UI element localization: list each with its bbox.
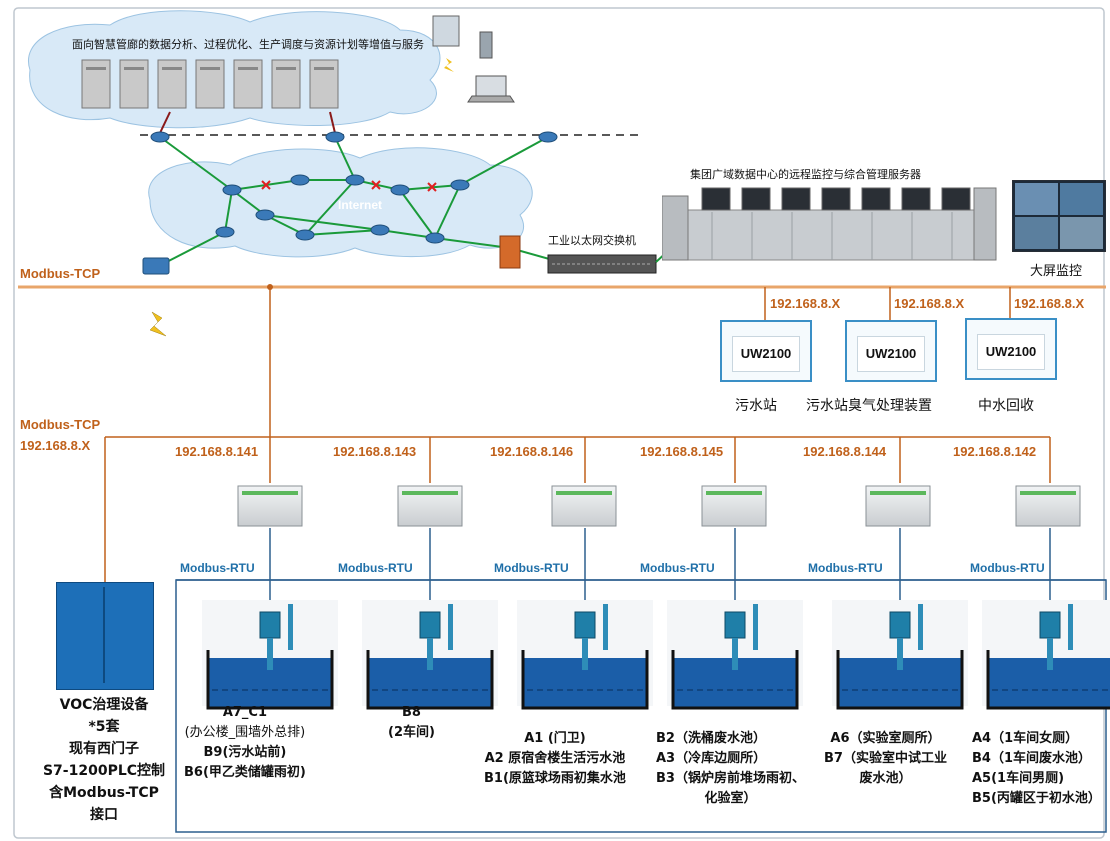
uw-caption: 污水站臭气处理装置 [806, 398, 932, 414]
internet-cloud [148, 147, 533, 258]
uw-caption: 污水站 [735, 398, 777, 414]
voc-line: 含Modbus-TCP [49, 785, 159, 801]
level-sensor-icon [419, 611, 441, 639]
modbus-tcp-mid-label: Modbus-TCP [20, 417, 101, 432]
voc-line: VOC治理设备 [59, 697, 149, 713]
tank-label: A6（实验室厕所） [830, 731, 941, 746]
tank-label: B6(甲乙类储罐雨初) [184, 765, 306, 780]
tank-label: A2 原宿舍楼生活污水池 [484, 751, 626, 766]
tank-label: B2（洗桶废水池） [656, 731, 766, 746]
tank-label: A4（1车间女厕） [972, 731, 1079, 746]
uw2100-device: UW2100 [845, 320, 937, 382]
tank-caption: A4（1车间女厕） B4（1车间废水池） A5(1车间男厕) B5(丙罐区于初水… [972, 729, 1101, 809]
level-sensor-icon [1039, 611, 1061, 639]
tank-label: B8 [401, 705, 421, 720]
gateway-ip: 192.168.8.146 [490, 444, 574, 459]
uw-ip: 192.168.8.X [770, 296, 841, 311]
datacenter-consoles [662, 187, 997, 261]
water-tank [982, 600, 1110, 710]
tank-label: A7_C1 [222, 705, 268, 720]
mobile-phone-icon [479, 31, 493, 59]
water-tank [517, 600, 653, 710]
tank-label: B5(丙罐区于初水池） [972, 791, 1101, 806]
gateway-ip: 192.168.8.141 [175, 444, 259, 459]
water-tank [202, 600, 338, 710]
big-screen-monitor-icon [1012, 180, 1106, 252]
rtu-label: Modbus-RTU [338, 561, 413, 575]
gateway-ip: 192.168.8.145 [640, 444, 724, 459]
rtu-label: Modbus-RTU [494, 561, 569, 575]
tank-label: A5(1车间男厕) [972, 771, 1065, 786]
router-nodes [150, 131, 558, 244]
internet-label: Internet [338, 198, 383, 212]
uw2100-model: UW2100 [977, 334, 1045, 370]
voc-line: 现有西门子 [69, 741, 139, 757]
tank-label: B4（1车间废水池） [972, 751, 1091, 766]
water-tank [362, 600, 498, 710]
level-sensor-icon [724, 611, 746, 639]
tank-label: B1(原篮球场雨初集水池 [484, 771, 626, 786]
uw2100-device: UW2100 [720, 320, 812, 382]
gateway-ip: 192.168.8.144 [803, 444, 887, 459]
rtu-label: Modbus-RTU [970, 561, 1045, 575]
level-sensor-icon [259, 611, 281, 639]
uw-ip: 192.168.8.X [894, 296, 965, 311]
voc-caption: VOC治理设备 *5套 现有西门子 S7-1200PLC控制 含Modbus-T… [40, 694, 168, 826]
datacenter-label: 集团广域数据中心的远程监控与综合管理服务器 [690, 168, 921, 181]
water-tank [832, 600, 968, 710]
level-sensor-icon [889, 611, 911, 639]
cloud-services-text: 面向智慧管廊的数据分析、过程优化、生产调度与资源计划等增值与服务 [72, 38, 424, 51]
bigscreen-label: 大屏监控 [1030, 264, 1083, 279]
voc-line: *5套 [88, 719, 120, 735]
tank-caption: A1 (门卫) A2 原宿舍楼生活污水池 B1(原篮球场雨初集水池 [484, 729, 626, 789]
tank-label: (办公楼_围墙外总排) [184, 725, 306, 740]
voc-cabinet [56, 582, 154, 690]
client-devices [432, 15, 515, 103]
rtu-label: Modbus-RTU [180, 561, 255, 575]
lightning-icon [149, 311, 167, 337]
rtu-label: Modbus-RTU [808, 561, 883, 575]
tank-label: B7（实验室中试工业 [824, 751, 947, 766]
voc-line: S7-1200PLC控制 [42, 763, 166, 779]
switch-label: 工业以太网交换机 [548, 234, 636, 247]
gateway-ip: 192.168.8.142 [953, 444, 1037, 459]
uw2100-model: UW2100 [857, 336, 925, 372]
uw-caption: 中水回收 [978, 398, 1034, 414]
tank-label: 废水池） [859, 771, 912, 786]
tank-caption: B8 (2车间) [388, 703, 435, 743]
tank-label: (2车间) [388, 725, 435, 740]
tank-label: B9(污水站前) [203, 745, 287, 760]
uw2100-model: UW2100 [732, 336, 800, 372]
wireless-bolt-icon [444, 58, 454, 72]
tank-label: 化验室） [704, 791, 757, 806]
user-terminal-icon [432, 15, 460, 47]
voc-line: 接口 [90, 807, 118, 823]
server-row [81, 59, 339, 109]
tank-caption: A7_C1 (办公楼_围墙外总排) B9(污水站前) B6(甲乙类储罐雨初) [184, 703, 306, 783]
tank-label: B3（锅炉房前堆场雨初、 [656, 771, 805, 786]
level-sensor-icon [574, 611, 596, 639]
wireless-ap-icon [142, 257, 170, 275]
rtu-label: Modbus-RTU [640, 561, 715, 575]
modbus-tcp-top-label: Modbus-TCP [20, 266, 101, 281]
gateway-ip: 192.168.8.143 [333, 444, 417, 459]
tank-label: A3（冷库边厕所） [656, 751, 767, 766]
modbus-tcp-mid-ip: 192.168.8.X [20, 438, 91, 453]
tank-label: A1 (门卫) [524, 731, 586, 746]
uw2100-device: UW2100 [965, 318, 1057, 380]
uw-ip: 192.168.8.X [1014, 296, 1085, 311]
tank-caption: B2（洗桶废水池） A3（冷库边厕所） B3（锅炉房前堆场雨初、 化验室） [656, 729, 805, 809]
water-tank [667, 600, 803, 710]
firewall-icon [499, 235, 521, 269]
tank-caption: A6（实验室厕所） B7（实验室中试工业 废水池） [824, 729, 947, 789]
